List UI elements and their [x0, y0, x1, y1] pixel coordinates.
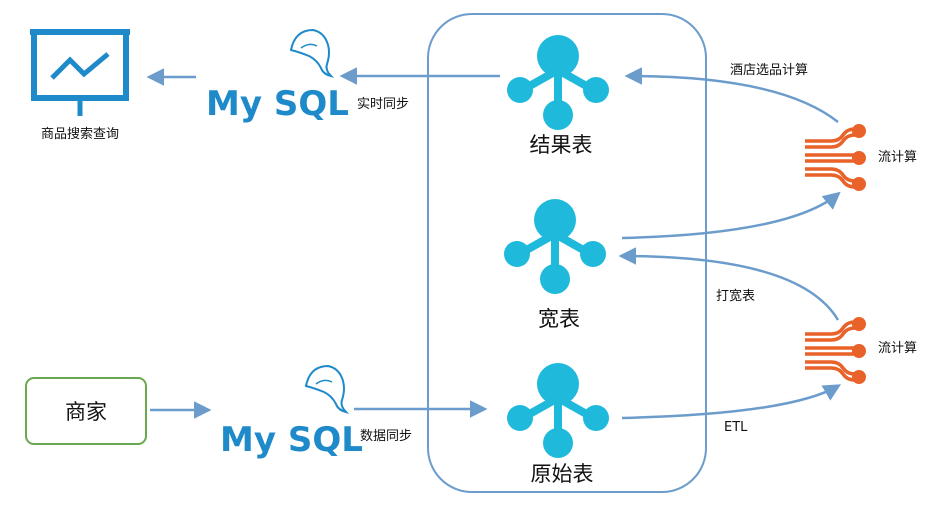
mysql-top-label: My SQL — [206, 84, 349, 124]
mysql-dolphin-icon — [305, 365, 347, 413]
result-table-label: 结果表 — [530, 133, 593, 157]
stream-compute-top-icon — [803, 122, 868, 193]
arrow-raw-to-stream — [621, 384, 842, 420]
widen-table-label: 打宽表 — [716, 288, 755, 304]
arrow-stream-to-result — [624, 67, 839, 123]
realtime-sync-label: 实时同步 — [357, 97, 409, 112]
mysql-top-logo: My SQL — [206, 29, 349, 124]
data-sync-label: 数据同步 — [360, 429, 412, 444]
wide-table-icon — [504, 199, 606, 294]
stream-compute-top-label: 流计算 — [878, 150, 917, 165]
monitor-chart-icon — [30, 29, 130, 116]
search-query-label: 商品搜索查询 — [41, 127, 119, 142]
stream-compute-bottom-icon — [803, 315, 868, 386]
arrow-stream-to-wide — [618, 247, 840, 321]
result-table-icon — [507, 35, 609, 130]
arrow-wide-to-stream — [621, 191, 841, 240]
raw-table-icon — [507, 363, 609, 458]
raw-table-label: 原始表 — [531, 462, 594, 486]
mysql-bottom-label: My SQL — [220, 420, 363, 460]
mysql-dolphin-icon — [290, 29, 332, 77]
etl-label: ETL — [724, 420, 748, 435]
mysql-bottom-logo: My SQL — [220, 365, 363, 460]
stream-compute-bottom-label: 流计算 — [878, 341, 917, 356]
wide-table-label: 宽表 — [538, 307, 580, 331]
merchant-label: 商家 — [65, 400, 107, 424]
table-group-container — [427, 13, 707, 493]
merchant-box — [25, 377, 147, 445]
hotel-select-label: 酒店选品计算 — [730, 63, 808, 78]
